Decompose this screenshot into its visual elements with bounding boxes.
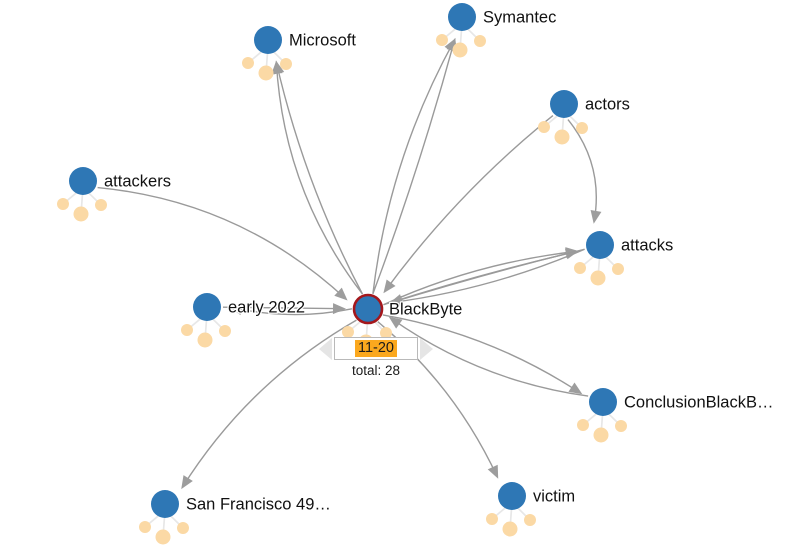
graph-edge	[97, 186, 347, 300]
satellite-node[interactable]	[486, 513, 498, 525]
labels-layer: BlackByte Microsoft Symantec actors attacker…	[103, 7, 775, 515]
node-label-conclusion: ConclusionBlackB…	[624, 393, 773, 411]
nodes-layer[interactable]	[69, 3, 617, 518]
satellite-node[interactable]	[615, 420, 627, 432]
satellite-node[interactable]	[380, 327, 392, 339]
satellite-node[interactable]	[577, 419, 589, 431]
satellite-node[interactable]	[436, 34, 448, 46]
graph-edge	[383, 250, 577, 306]
satellite-node[interactable]	[474, 35, 486, 47]
satellite-node[interactable]	[612, 263, 624, 275]
graph-node-symantec[interactable]	[448, 3, 476, 31]
triangle-left-icon[interactable]	[319, 337, 332, 360]
edges-layer	[97, 37, 602, 490]
satellite-node[interactable]	[524, 514, 536, 526]
node-label-victim: victim	[533, 487, 575, 505]
graph-edge	[389, 317, 589, 397]
satellite-node[interactable]	[342, 326, 354, 338]
graph-node-attackers[interactable]	[69, 167, 97, 195]
satellites-layer	[57, 22, 627, 545]
pagination-range-label: 11-20	[354, 340, 397, 357]
edge-arrowhead	[487, 464, 499, 479]
edge-arrowhead	[332, 303, 347, 315]
satellite-node[interactable]	[242, 57, 254, 69]
graph-node-blackbyte[interactable]	[352, 293, 384, 325]
graph-node-microsoft[interactable]	[254, 26, 282, 54]
graph-edge	[372, 39, 456, 295]
graph-node-attacks[interactable]	[586, 231, 614, 259]
satellite-node[interactable]	[280, 58, 292, 70]
edge-arrowhead	[590, 209, 602, 224]
edge-arrowhead	[388, 316, 403, 329]
satellite-node[interactable]	[181, 324, 193, 336]
satellite-node[interactable]	[73, 206, 89, 222]
satellite-node[interactable]	[258, 65, 274, 81]
graph-edge	[382, 314, 582, 394]
graph-node-victim[interactable]	[498, 482, 526, 510]
satellite-node[interactable]	[590, 270, 606, 286]
satellite-node[interactable]	[219, 325, 231, 337]
satellite-node[interactable]	[155, 529, 171, 545]
satellite-node[interactable]	[554, 129, 570, 145]
node-label-early2022: early 2022	[228, 298, 305, 316]
satellite-node[interactable]	[576, 122, 588, 134]
triangle-right-icon[interactable]	[420, 337, 433, 360]
edge-arrowhead	[568, 382, 583, 395]
node-label-sanfrancisco: San Francisco 49…	[186, 495, 331, 513]
edge-arrowhead	[181, 475, 193, 490]
pagination-total-label: total: 28	[351, 363, 401, 378]
node-label-blackbyte: BlackByte	[389, 300, 462, 318]
graph-edge	[275, 62, 363, 295]
graph-node-conclusion[interactable]	[589, 388, 617, 416]
graph-node-sanfrancisco[interactable]	[151, 490, 179, 518]
graph-edge	[390, 248, 585, 304]
graph-edge	[181, 319, 357, 488]
graph-edge	[567, 119, 597, 222]
graph-edge	[391, 248, 585, 304]
node-label-actors: actors	[585, 95, 630, 113]
edge-arrowhead	[383, 279, 396, 294]
node-label-symantec: Symantec	[483, 8, 556, 26]
satellite-node[interactable]	[593, 427, 609, 443]
satellite-node[interactable]	[197, 332, 213, 348]
node-label-attackers: attackers	[104, 172, 171, 190]
graph-edge	[222, 306, 345, 310]
node-label-microsoft: Microsoft	[289, 31, 356, 49]
pagination-control[interactable]: 11-20 total: 28	[306, 336, 446, 378]
graph-node-early2022[interactable]	[193, 293, 221, 321]
satellite-node[interactable]	[538, 121, 550, 133]
satellite-node[interactable]	[574, 262, 586, 274]
satellite-node[interactable]	[57, 198, 69, 210]
edge-arrowhead	[273, 60, 285, 75]
satellite-node[interactable]	[139, 521, 151, 533]
graph-node-actors[interactable]	[550, 90, 578, 118]
graph-edge	[275, 62, 364, 295]
pagination-range-box[interactable]: 11-20	[334, 337, 418, 360]
satellite-node[interactable]	[502, 521, 518, 537]
graph-edge	[384, 115, 554, 293]
graph-edge	[372, 39, 456, 294]
satellite-node[interactable]	[452, 42, 468, 58]
satellite-node[interactable]	[95, 199, 107, 211]
node-label-attacks: attacks	[621, 236, 673, 254]
edge-arrowhead	[389, 294, 404, 305]
satellite-node[interactable]	[177, 522, 189, 534]
edge-arrowhead	[334, 287, 348, 301]
pagination-row[interactable]: 11-20	[319, 336, 433, 361]
